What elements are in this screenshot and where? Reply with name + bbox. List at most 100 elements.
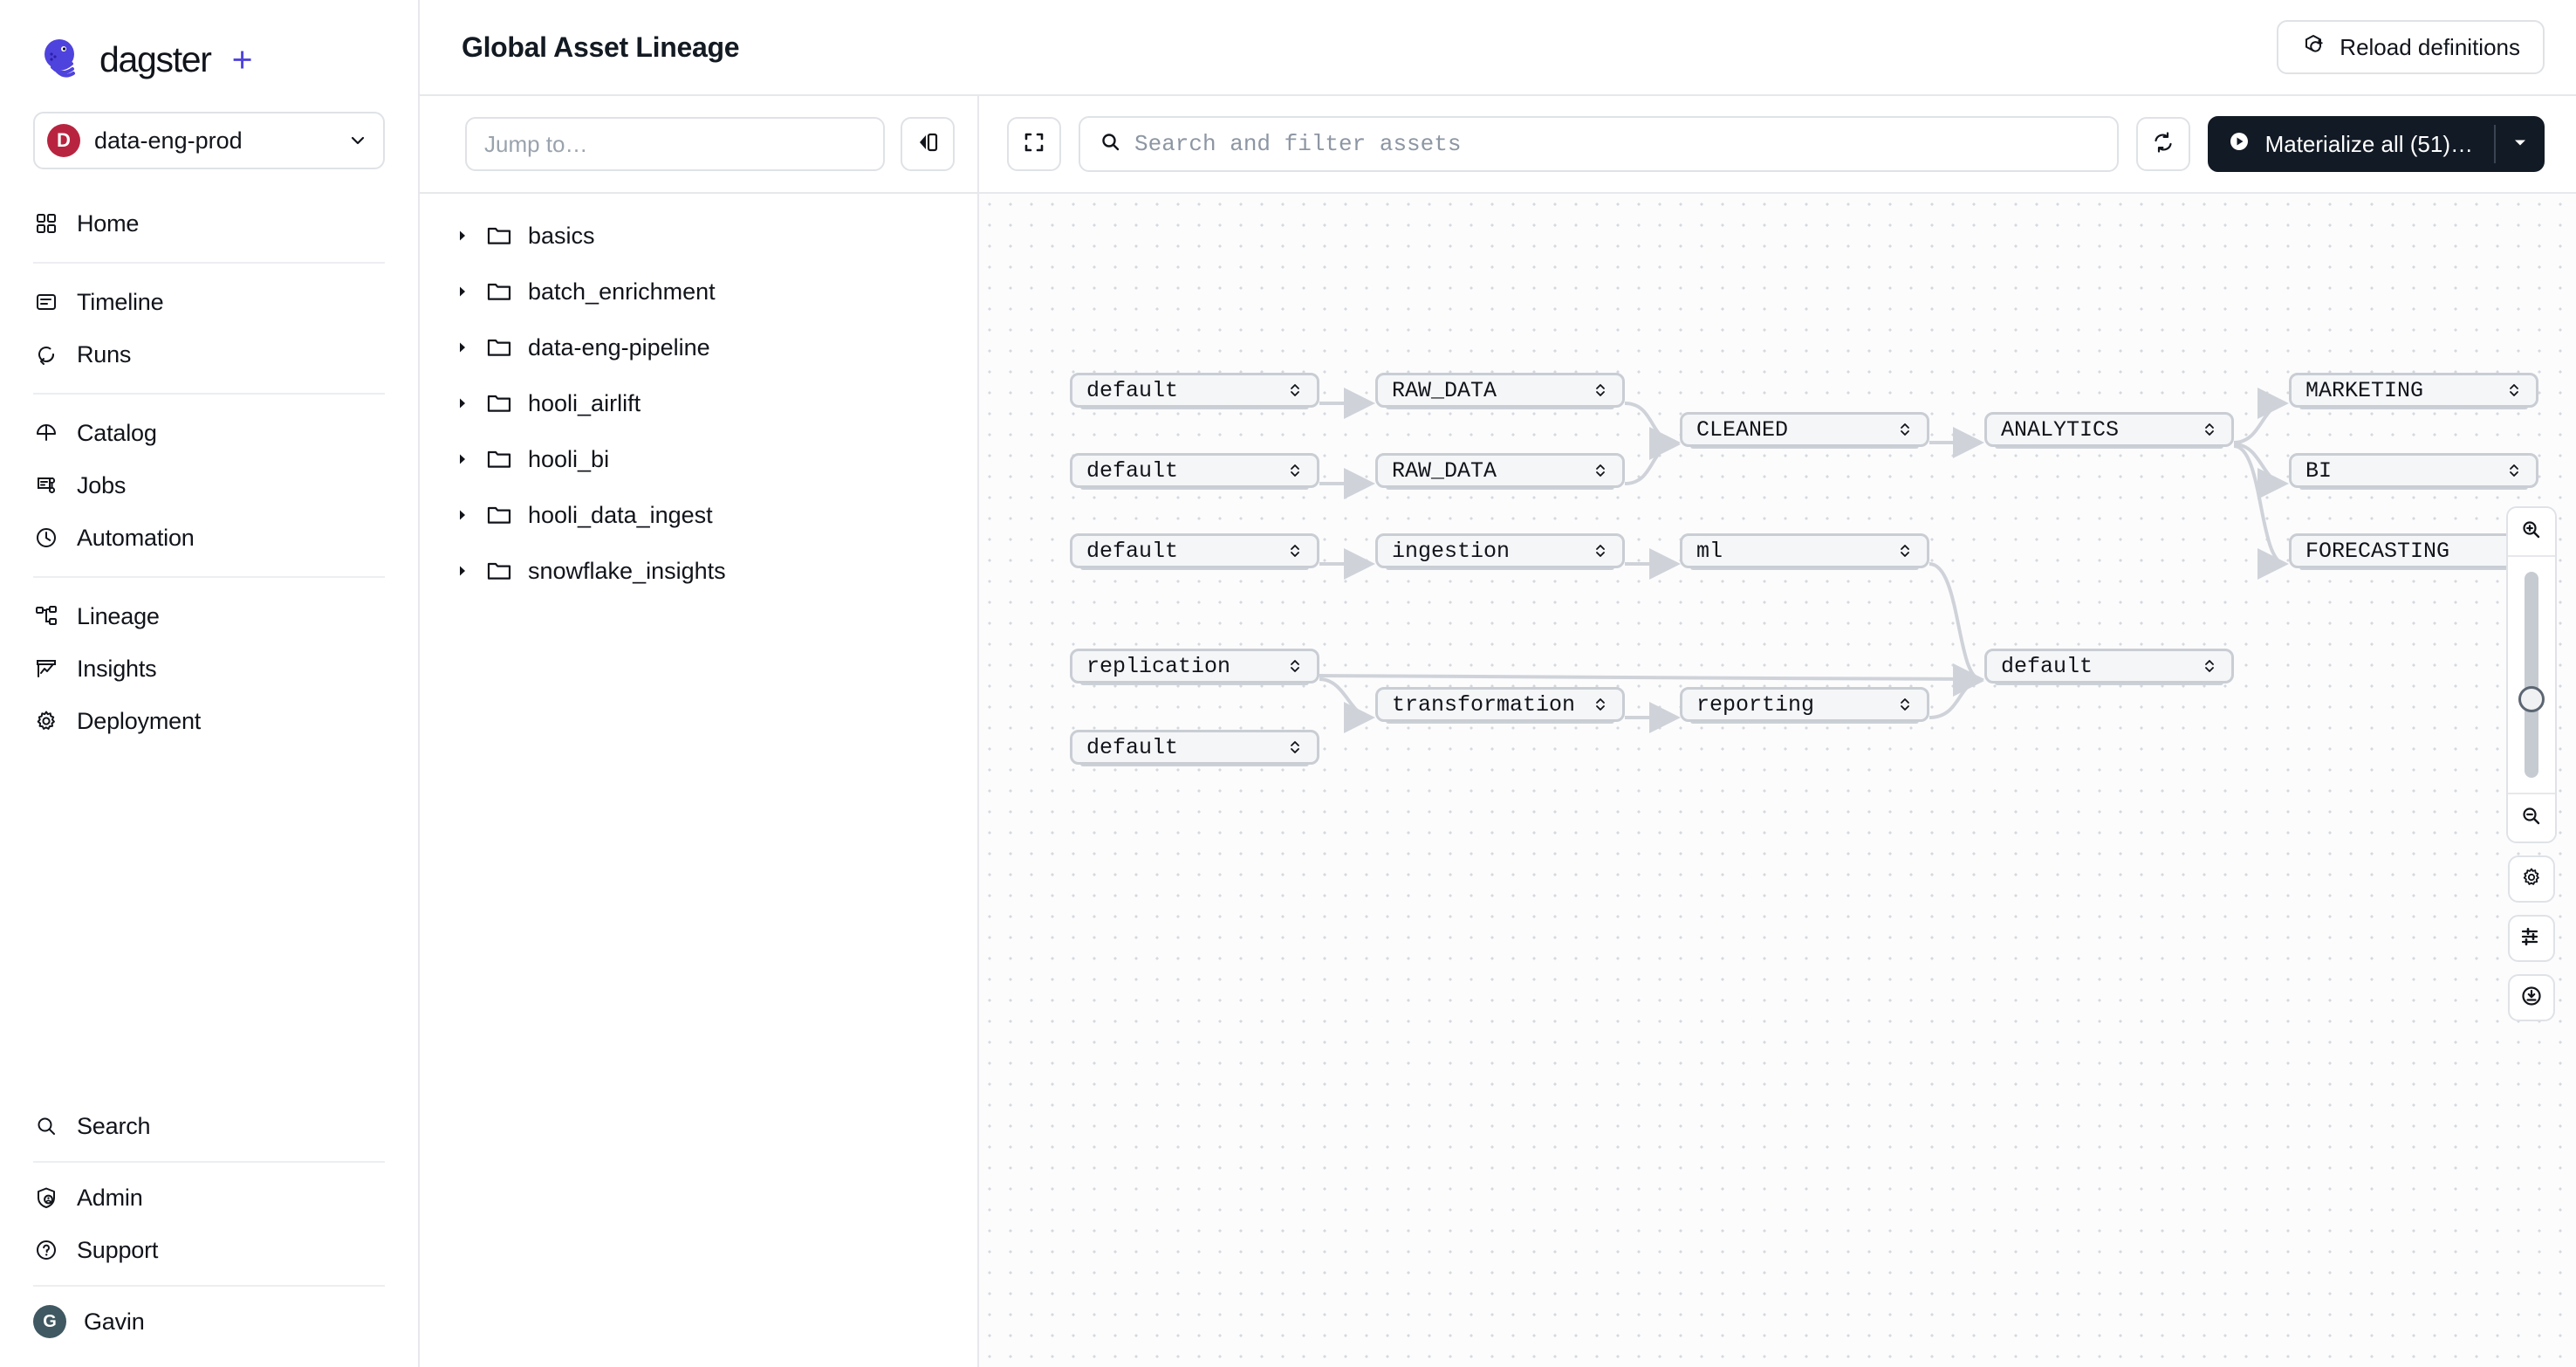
chevron-up-down-icon[interactable] [1285, 381, 1305, 399]
caret-right-icon[interactable] [453, 451, 472, 467]
graph-node-marketing[interactable]: MARKETING [2289, 373, 2538, 408]
sidebar-item-search[interactable]: Search [0, 1100, 418, 1152]
sidebar: dagster + D data-eng-prod Home [0, 0, 420, 1367]
sidebar-item-label: Support [77, 1236, 159, 1263]
sidebar-item-jobs[interactable]: Jobs [0, 459, 418, 512]
asset-search-box[interactable] [1079, 116, 2119, 172]
chevron-up-down-icon[interactable] [1285, 657, 1305, 675]
graph-node-reporting[interactable]: reporting [1680, 687, 1929, 722]
zoom-slider[interactable] [2508, 557, 2555, 793]
sidebar-item-admin[interactable]: Admin [0, 1171, 418, 1224]
graph-node-default-1[interactable]: default [1070, 373, 1319, 408]
chevron-up-down-icon[interactable] [1591, 462, 1610, 479]
play-circle-icon [2227, 129, 2251, 160]
zoom-slider-thumb[interactable] [2518, 686, 2545, 712]
graph-node-analytics[interactable]: ANALYTICS [1984, 412, 2234, 447]
graph-download-button[interactable] [2508, 974, 2555, 1021]
graph-node-replication[interactable]: replication [1070, 649, 1319, 684]
graph-node-ml[interactable]: ml [1680, 533, 1929, 568]
graph-node-default-4[interactable]: default [1070, 730, 1319, 765]
deployment-picker[interactable]: D data-eng-prod [33, 112, 385, 169]
graph-node-label: default [1086, 377, 1179, 403]
nav-divider [33, 262, 385, 264]
folder-icon [486, 558, 514, 584]
graph-node-label: ml [1696, 538, 1723, 564]
graph-node-forecasting[interactable]: FORECASTING [2289, 533, 2538, 568]
chevron-up-down-icon[interactable] [1591, 542, 1610, 560]
sidebar-item-automation[interactable]: Automation [0, 512, 418, 564]
sidebar-item-timeline[interactable]: Timeline [0, 276, 418, 328]
chevron-up-down-icon[interactable] [2504, 381, 2524, 399]
graph-node-label: default [1086, 734, 1179, 760]
sidebar-item-support[interactable]: Support [0, 1224, 418, 1276]
tree-item[interactable]: batch_enrichment [420, 264, 977, 319]
chevron-up-down-icon[interactable] [2504, 462, 2524, 479]
tree-item[interactable]: hooli_bi [420, 431, 977, 487]
tree-item[interactable]: data-eng-pipeline [420, 319, 977, 375]
refresh-button[interactable] [2135, 117, 2190, 171]
tree-item-label: data-eng-pipeline [528, 333, 710, 361]
chevron-up-down-icon[interactable] [1895, 421, 1915, 438]
graph-settings-button[interactable] [2508, 855, 2555, 903]
search-input[interactable] [1134, 131, 2098, 157]
chevron-up-down-icon[interactable] [1895, 696, 1915, 713]
nav-divider [33, 1161, 385, 1163]
sidebar-item-deployment[interactable]: Deployment [0, 695, 418, 747]
nav-group-definitions: Catalog Jobs Automation [0, 403, 418, 567]
asset-group-tree: basics batch_enrichment data-eng-pipelin… [420, 194, 979, 1367]
tree-item[interactable]: hooli_data_ingest [420, 487, 977, 543]
chevron-up-down-icon[interactable] [1285, 738, 1305, 756]
sidebar-item-home[interactable]: Home [0, 197, 418, 250]
chevron-up-down-icon[interactable] [1285, 462, 1305, 479]
caret-right-icon[interactable] [453, 563, 472, 579]
graph-filters-button[interactable] [2508, 915, 2555, 962]
chevron-up-down-icon[interactable] [1895, 542, 1915, 560]
chevron-up-down-icon[interactable] [1591, 696, 1610, 713]
brand-name: dagster [99, 38, 212, 79]
graph-node-label: CLEANED [1696, 416, 1789, 443]
sidebar-item-user[interactable]: G Gavin [0, 1295, 418, 1348]
materialize-all-button[interactable]: Materialize all (51)… [2207, 116, 2545, 172]
brand-logo[interactable]: dagster + [0, 0, 418, 106]
chevron-up-down-icon[interactable] [2200, 657, 2219, 675]
graph-node-label: ingestion [1392, 538, 1511, 564]
tree-item[interactable]: hooli_airlift [420, 375, 977, 431]
asset-lineage-graph[interactable]: default default default replication [979, 194, 2576, 1367]
graph-node-raw-data-1[interactable]: RAW_DATA [1375, 373, 1625, 408]
divider [2508, 555, 2555, 557]
caret-right-icon[interactable] [453, 228, 472, 244]
chevron-up-down-icon[interactable] [1591, 381, 1610, 399]
graph-node-default-5[interactable]: default [1984, 649, 2234, 684]
graph-node-raw-data-2[interactable]: RAW_DATA [1375, 453, 1625, 488]
graph-node-default-2[interactable]: default [1070, 453, 1319, 488]
tree-item[interactable]: basics [420, 208, 977, 264]
zoom-in-button[interactable] [2508, 508, 2555, 555]
graph-node-cleaned[interactable]: CLEANED [1680, 412, 1929, 447]
fullscreen-button[interactable] [1007, 117, 1061, 171]
graph-node-ingestion[interactable]: ingestion [1375, 533, 1625, 568]
zoom-out-button[interactable] [2508, 794, 2555, 841]
caret-right-icon[interactable] [453, 395, 472, 411]
collapse-panel-button[interactable] [901, 117, 955, 171]
materialize-dropdown-button[interactable] [2496, 116, 2545, 172]
caret-right-icon[interactable] [453, 284, 472, 299]
sidebar-item-lineage[interactable]: Lineage [0, 590, 418, 642]
graph-node-default-3[interactable]: default [1070, 533, 1319, 568]
caret-right-icon[interactable] [453, 507, 472, 523]
sidebar-item-runs[interactable]: Runs [0, 328, 418, 381]
jump-to-input[interactable] [465, 117, 885, 171]
reload-definitions-button[interactable]: Reload definitions [2277, 20, 2545, 74]
graph-edges [1319, 388, 2289, 733]
caret-right-icon[interactable] [453, 340, 472, 355]
sidebar-item-label: Insights [77, 655, 157, 682]
sidebar-item-catalog[interactable]: Catalog [0, 407, 418, 459]
tree-item[interactable]: snowflake_insights [420, 543, 977, 599]
sidebar-item-insights[interactable]: Insights [0, 642, 418, 695]
chevron-up-down-icon[interactable] [1285, 542, 1305, 560]
graph-node-transformation[interactable]: transformation [1375, 687, 1625, 722]
chevron-up-down-icon[interactable] [2200, 421, 2219, 438]
materialize-divider [2494, 125, 2496, 163]
materialize-main[interactable]: Materialize all (51)… [2208, 116, 2494, 172]
graph-node-bi[interactable]: BI [2289, 453, 2538, 488]
sidebar-item-label: Automation [77, 524, 195, 551]
